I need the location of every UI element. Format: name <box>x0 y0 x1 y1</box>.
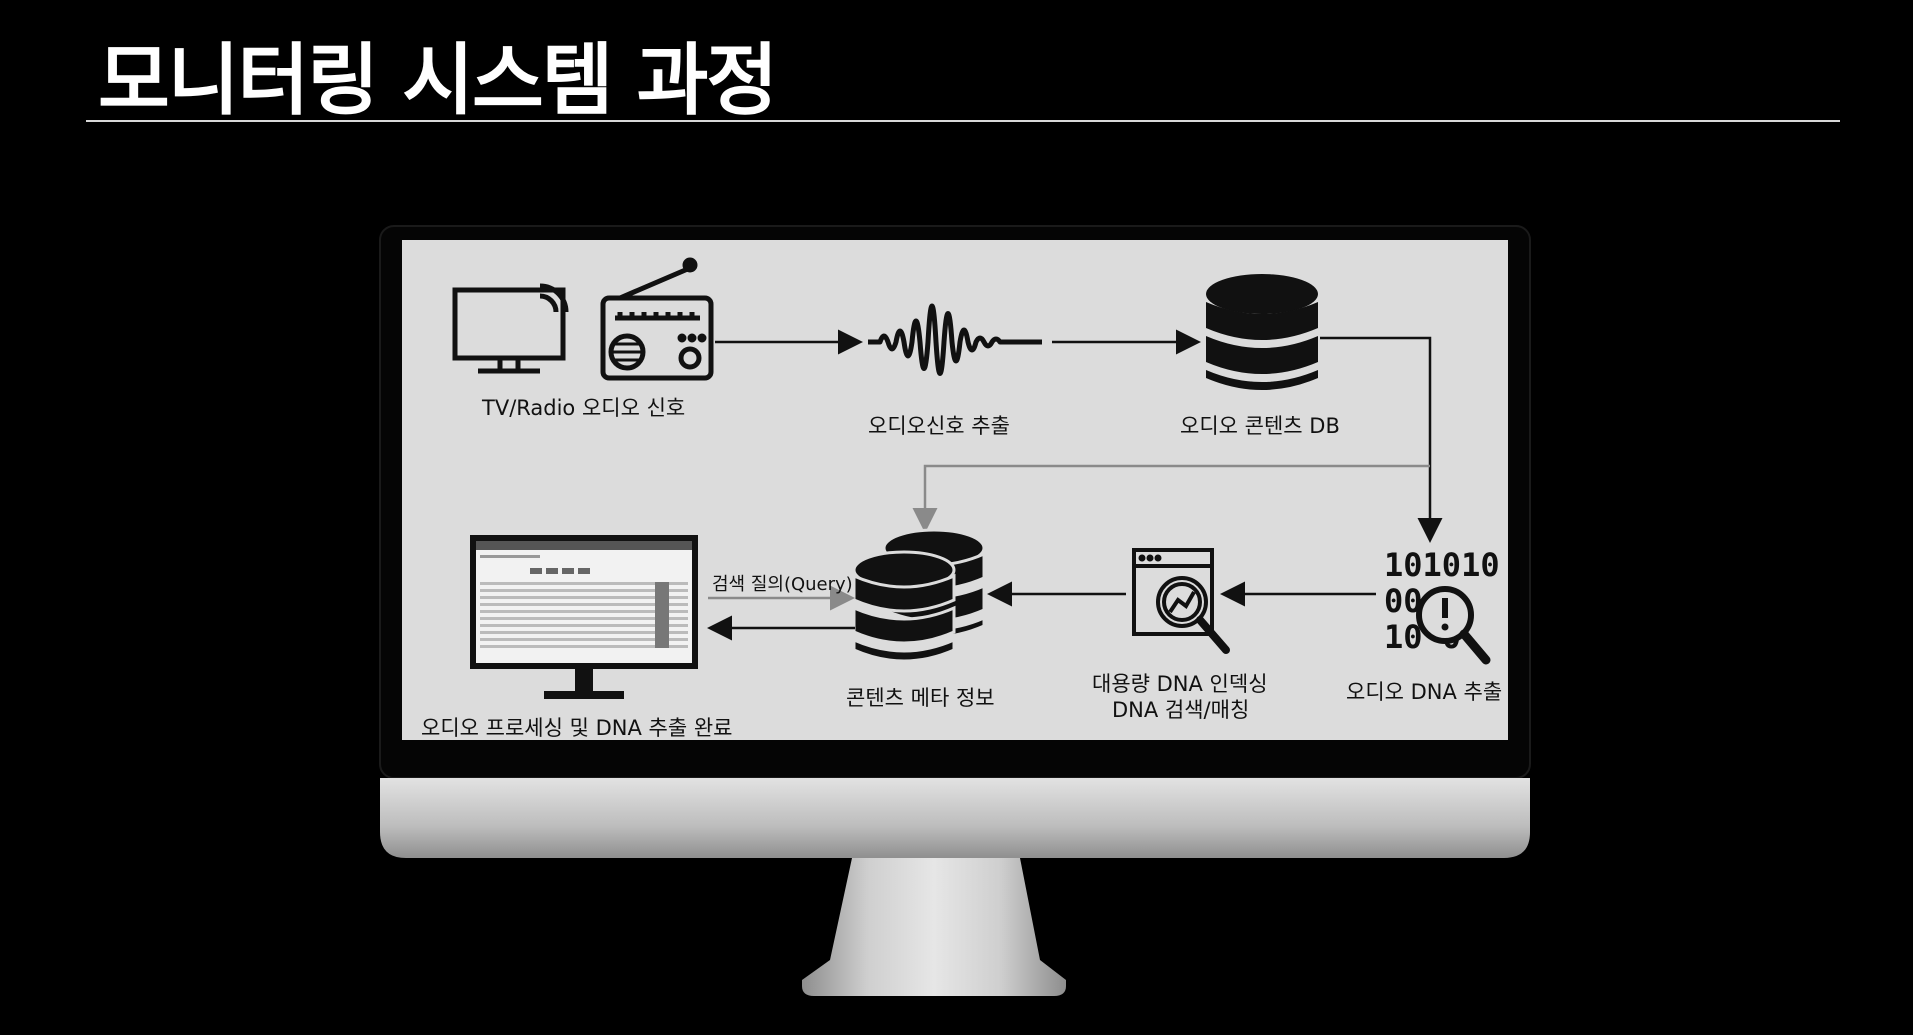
label-indexing-line2: DNA 검색/매칭 <box>1112 698 1250 722</box>
tv-icon <box>452 283 569 374</box>
svg-text:101010: 101010 <box>1384 546 1500 584</box>
monitor-stand <box>802 858 1066 996</box>
label-indexing-line1: 대용량 DNA 인덱싱 <box>1092 672 1268 696</box>
web-analytics-icon <box>1132 548 1230 654</box>
waveform-icon <box>868 303 1042 376</box>
label-dna-extract: 오디오 DNA 추출 <box>1346 680 1503 704</box>
label-audio-db: 오디오 콘텐츠 DB <box>1180 414 1340 438</box>
label-meta: 콘텐츠 메타 정보 <box>846 686 995 710</box>
edge-db-to-dna <box>1320 336 1443 543</box>
title-divider <box>86 120 1840 122</box>
edge-db-to-meta <box>912 464 1430 533</box>
label-complete: 오디오 프로세싱 및 DNA 추출 완료 <box>421 716 733 740</box>
label-source: TV/Radio 오디오 신호 <box>482 396 686 420</box>
database-icon <box>1206 274 1318 390</box>
monitor-chin <box>380 778 1530 858</box>
radio-icon <box>600 257 714 381</box>
label-query: 검색 질의(Query) <box>712 574 853 595</box>
binary-search-icon: 101010 00 0 10 0 <box>1384 546 1500 665</box>
stacked-database-icon <box>852 528 986 663</box>
page-title: 모니터링 시스템 과정 <box>98 36 778 126</box>
monitor-screenshot-icon <box>470 535 698 699</box>
label-extract: 오디오신호 추출 <box>868 414 1010 438</box>
